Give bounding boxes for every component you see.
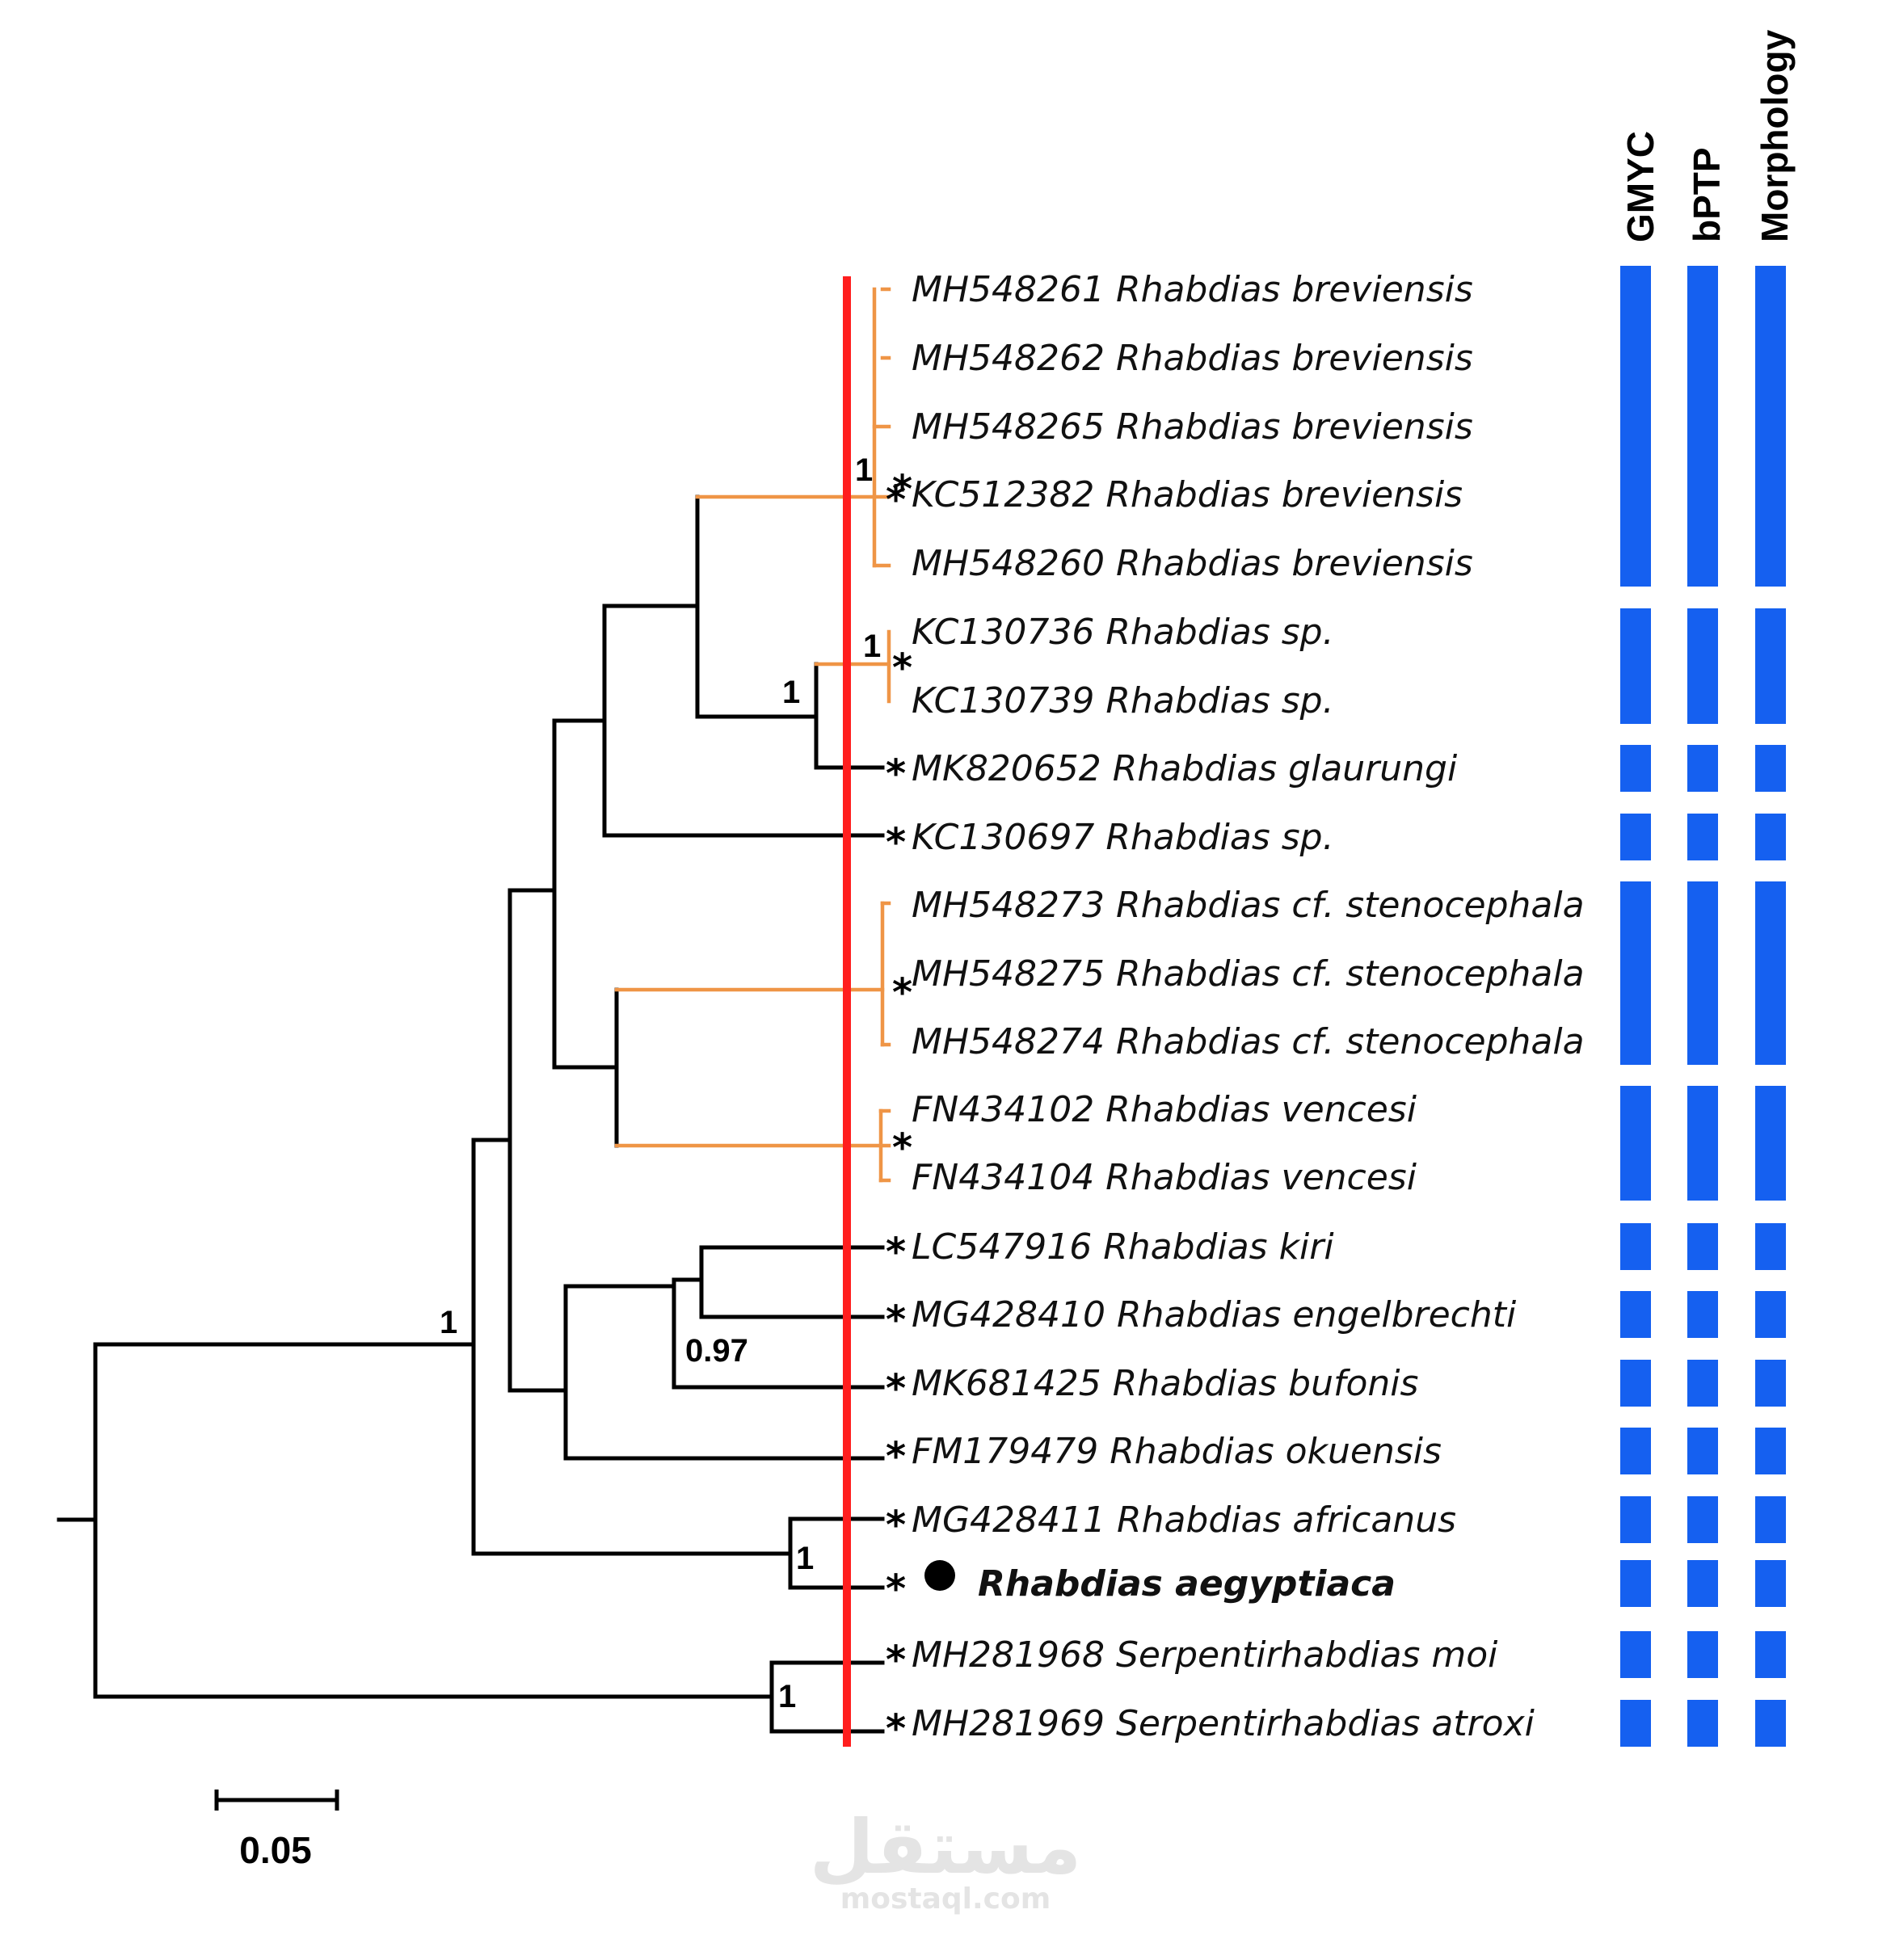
column-header-morphology: Morphology: [1754, 29, 1796, 242]
support-value: 0.97: [685, 1333, 748, 1369]
column-header-gmyc: GMYC: [1619, 131, 1661, 242]
support-value: 1: [440, 1305, 457, 1340]
column-header-bptp: bPTP: [1686, 147, 1728, 242]
gmyc-bar: [1620, 881, 1651, 1065]
tip-star: *: [886, 477, 906, 523]
tip-star: *: [886, 820, 906, 865]
morphology-bar: [1755, 745, 1786, 792]
support-value: 1: [782, 675, 800, 710]
support-value: 1: [863, 629, 881, 664]
gmyc-bar: [1620, 1631, 1651, 1678]
tip-label: MH548265 Rhabdias breviensis: [912, 406, 1473, 448]
bptp-bar: [1687, 1496, 1718, 1543]
bptp-bar: [1687, 1631, 1718, 1678]
morphology-bar: [1755, 1223, 1786, 1270]
tip-label: MH548262 Rhabdias breviensis: [912, 338, 1473, 379]
tip-star: *: [886, 1503, 906, 1548]
scale-bar: 0.05: [214, 1790, 339, 1871]
bptp-bar: [1687, 881, 1718, 1065]
morphology-bar: [1755, 1291, 1786, 1338]
tip-label: MH281968 Serpentirhabdias moi: [912, 1634, 1498, 1676]
tip-star: *: [886, 1567, 906, 1612]
bptp-bar: [1687, 1700, 1718, 1747]
gmyc-bar: [1620, 745, 1651, 792]
morphology-bar: [1755, 1428, 1786, 1474]
tip-label: KC512382 Rhabdias breviensis: [912, 474, 1463, 515]
gmyc-bar: [1620, 1223, 1651, 1270]
tip-star: *: [886, 1230, 906, 1275]
morphology-bar: [1755, 881, 1786, 1065]
tip-label: MG428410 Rhabdias engelbrechti: [912, 1294, 1517, 1335]
bptp-bar: [1687, 1086, 1718, 1201]
clade-star: *: [892, 467, 912, 512]
morphology-bar: [1755, 1496, 1786, 1543]
bptp-bar: [1687, 608, 1718, 724]
watermark-arabic: مستقل: [810, 1804, 1081, 1891]
gmyc-bar: [1620, 1700, 1651, 1747]
gmyc-bar: [1620, 1086, 1651, 1201]
support-value: 1: [778, 1679, 796, 1714]
clade-star: *: [892, 970, 912, 1016]
clade-star: *: [892, 1125, 912, 1171]
bptp-bar: [1687, 1428, 1718, 1474]
delimitation-bars: [1620, 266, 1786, 1747]
scale-bar-label: 0.05: [239, 1829, 312, 1871]
tip-label: MH281969 Serpentirhabdias atroxi: [912, 1703, 1535, 1744]
gmyc-bar: [1620, 1560, 1651, 1607]
tip-label: MH548275 Rhabdias cf. stenocephala: [912, 953, 1585, 995]
bptp-bar: [1687, 1360, 1718, 1407]
tip-star: *: [886, 1706, 906, 1752]
tip-label: LC547916 Rhabdias kiri: [912, 1226, 1334, 1268]
tip-label: MK820652 Rhabdias glaurungi: [912, 748, 1458, 789]
support-value: 1: [796, 1541, 814, 1576]
tip-star: *: [886, 751, 906, 797]
morphology-bar: [1755, 266, 1786, 587]
tip-star: *: [886, 1434, 906, 1479]
tip-star: *: [886, 1366, 906, 1411]
tip-label: MK681425 Rhabdias bufonis: [912, 1363, 1418, 1404]
tip-label: MH548261 Rhabdias breviensis: [912, 269, 1473, 310]
morphology-bar: [1755, 1086, 1786, 1201]
tip-star: *: [886, 1298, 906, 1343]
tip-star: *: [886, 1638, 906, 1683]
tip-label: MH548273 Rhabdias cf. stenocephala: [912, 885, 1585, 926]
morphology-bar: [1755, 608, 1786, 724]
tip-label: FN434104 Rhabdias vencesi: [912, 1157, 1417, 1198]
tip-label: KC130697 Rhabdias sp.: [912, 817, 1334, 858]
morphology-bar: [1755, 1360, 1786, 1407]
bptp-bar: [1687, 266, 1718, 587]
tip-label: FM179479 Rhabdias okuensis: [912, 1431, 1442, 1472]
gmyc-bar: [1620, 608, 1651, 724]
morphology-bar: [1755, 1700, 1786, 1747]
gmyc-bar: [1620, 814, 1651, 860]
gmyc-bar: [1620, 1496, 1651, 1543]
tip-label: FN434102 Rhabdias vencesi: [912, 1089, 1417, 1130]
morphology-bar: [1755, 1631, 1786, 1678]
bptp-bar: [1687, 745, 1718, 792]
support-value: 1: [855, 452, 873, 488]
morphology-bar: [1755, 814, 1786, 860]
tip-label: Rhabdias aegyptiaca: [978, 1563, 1396, 1605]
tip-label: MH548274 Rhabdias cf. stenocephala: [912, 1021, 1585, 1062]
bptp-bar: [1687, 814, 1718, 860]
gmyc-bar: [1620, 1428, 1651, 1474]
tip-label: KC130739 Rhabdias sp.: [912, 680, 1334, 721]
morphology-bar: [1755, 1560, 1786, 1607]
bptp-bar: [1687, 1291, 1718, 1338]
tree-branches: [57, 494, 885, 1734]
gmyc-bar: [1620, 1360, 1651, 1407]
gmyc-bar: [1620, 266, 1651, 587]
tip-label: MG428411 Rhabdias africanus: [912, 1499, 1456, 1541]
tip-label: KC130736 Rhabdias sp.: [912, 612, 1334, 653]
tip-label: MH548260 Rhabdias breviensis: [912, 543, 1473, 584]
gmyc-bar: [1620, 1291, 1651, 1338]
bptp-bar: [1687, 1223, 1718, 1270]
watermark-latin: mostaql.com: [840, 1882, 1051, 1916]
bptp-bar: [1687, 1560, 1718, 1607]
clade-star: *: [892, 646, 912, 691]
new-species-marker: [924, 1560, 955, 1591]
